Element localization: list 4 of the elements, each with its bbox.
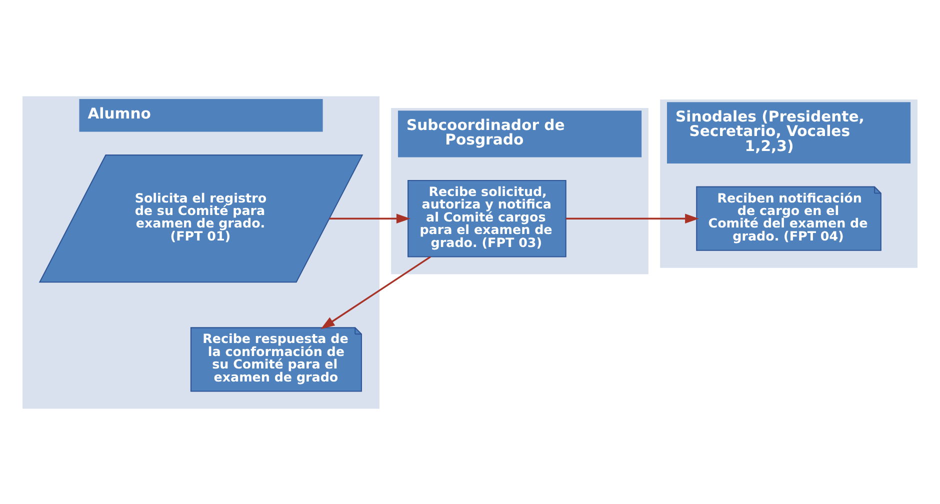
arrow [320,256,431,329]
arrow [566,213,700,224]
node-box: Recibe solicitud, autoriza y notifica al Comité cargos para el examen de grado. (FPT 03) [408,179,566,257]
arrow [329,213,410,224]
